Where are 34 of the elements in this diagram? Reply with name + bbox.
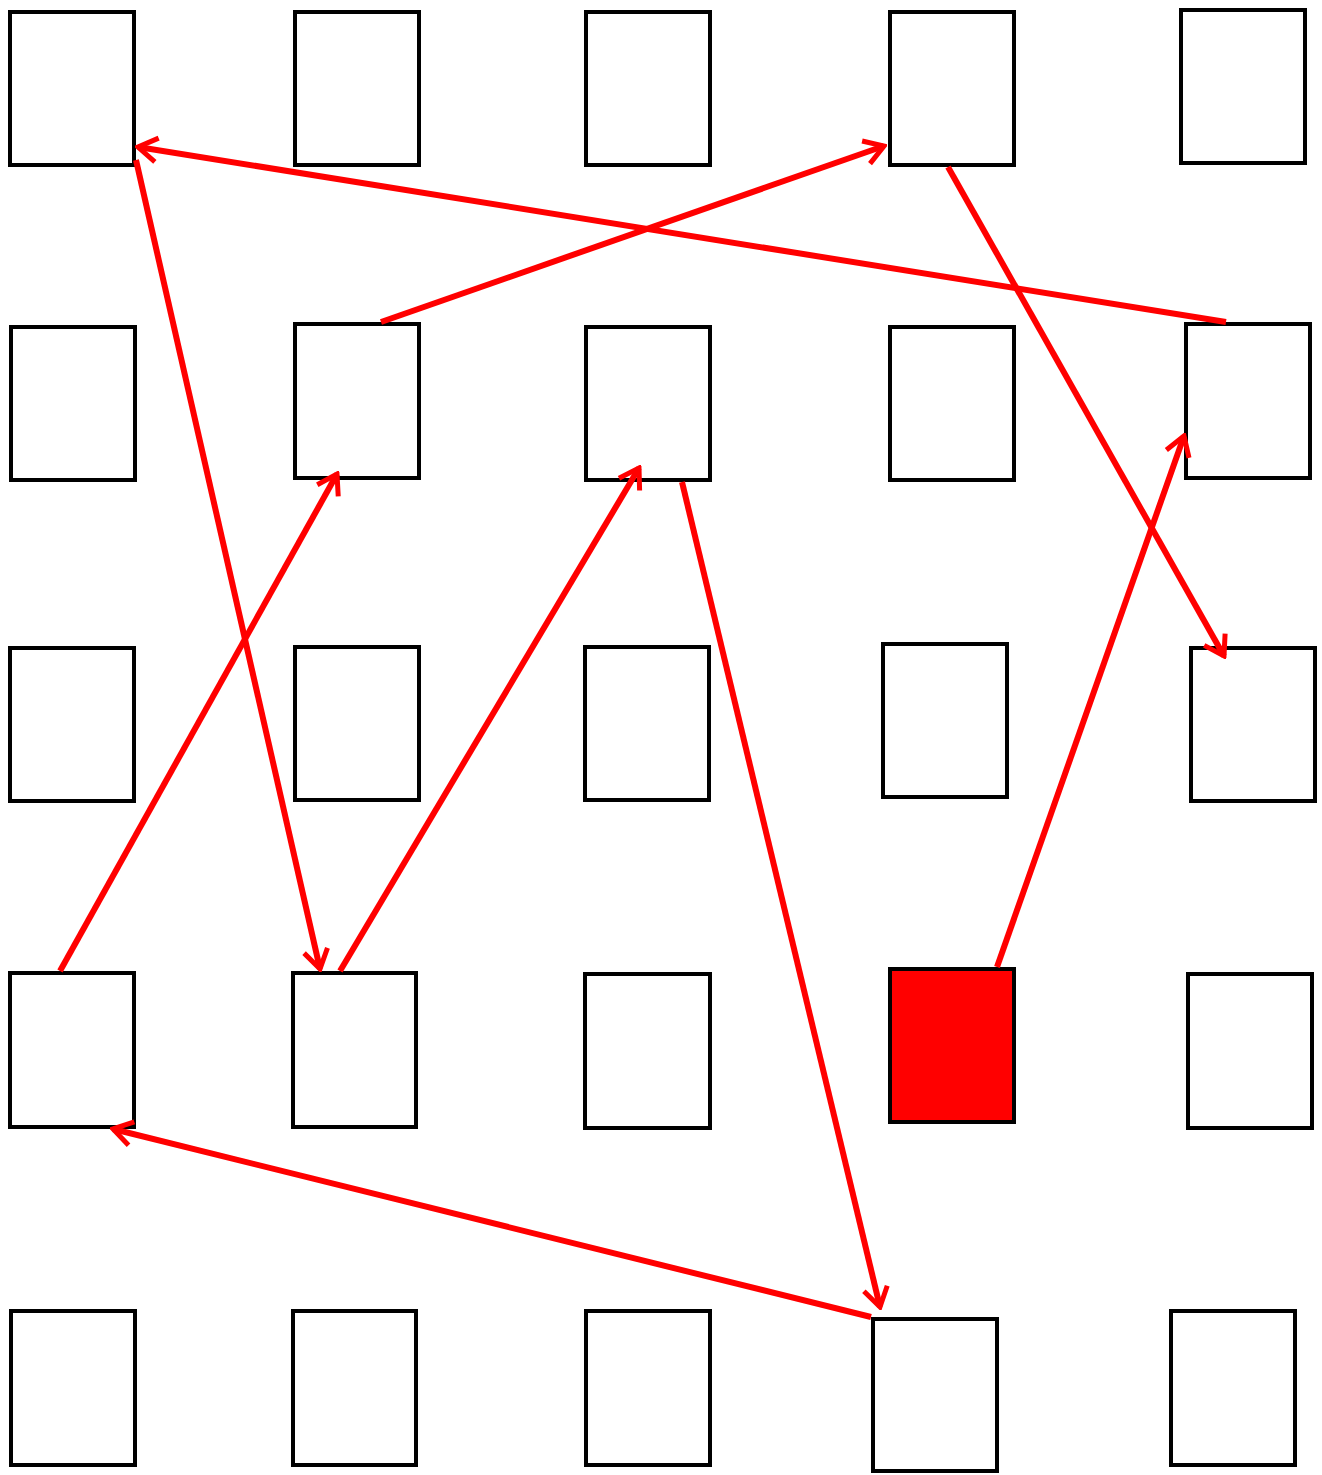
square-box xyxy=(8,10,136,167)
square-box xyxy=(871,1317,999,1473)
arrow xyxy=(380,138,887,325)
square-box xyxy=(8,646,136,803)
square-box xyxy=(293,10,421,167)
square-box xyxy=(1179,8,1307,165)
square-box xyxy=(888,325,1016,482)
square-box xyxy=(291,1309,418,1467)
square-box xyxy=(888,10,1016,167)
arrow xyxy=(110,1119,872,1320)
square-box xyxy=(584,10,712,167)
square-box xyxy=(1189,646,1317,803)
square-box xyxy=(583,645,711,802)
square-box xyxy=(1186,972,1314,1130)
square-box xyxy=(583,972,712,1130)
arrow xyxy=(994,433,1192,968)
square-box xyxy=(881,642,1009,799)
arrow xyxy=(945,165,1228,659)
square-box xyxy=(9,1309,137,1467)
arrow xyxy=(337,465,643,973)
square-box xyxy=(293,645,421,802)
arrow xyxy=(135,135,1227,325)
square-box xyxy=(8,971,136,1129)
square-box xyxy=(1184,322,1312,480)
square-box xyxy=(9,325,137,482)
arrow xyxy=(133,159,330,972)
square-box xyxy=(293,322,421,480)
square-box xyxy=(584,325,712,482)
arrow xyxy=(57,471,341,973)
square-box xyxy=(584,1309,712,1467)
square-box xyxy=(1169,1309,1297,1467)
arrow xyxy=(679,481,890,1310)
square-box xyxy=(291,971,418,1129)
square-box xyxy=(888,967,1016,1124)
